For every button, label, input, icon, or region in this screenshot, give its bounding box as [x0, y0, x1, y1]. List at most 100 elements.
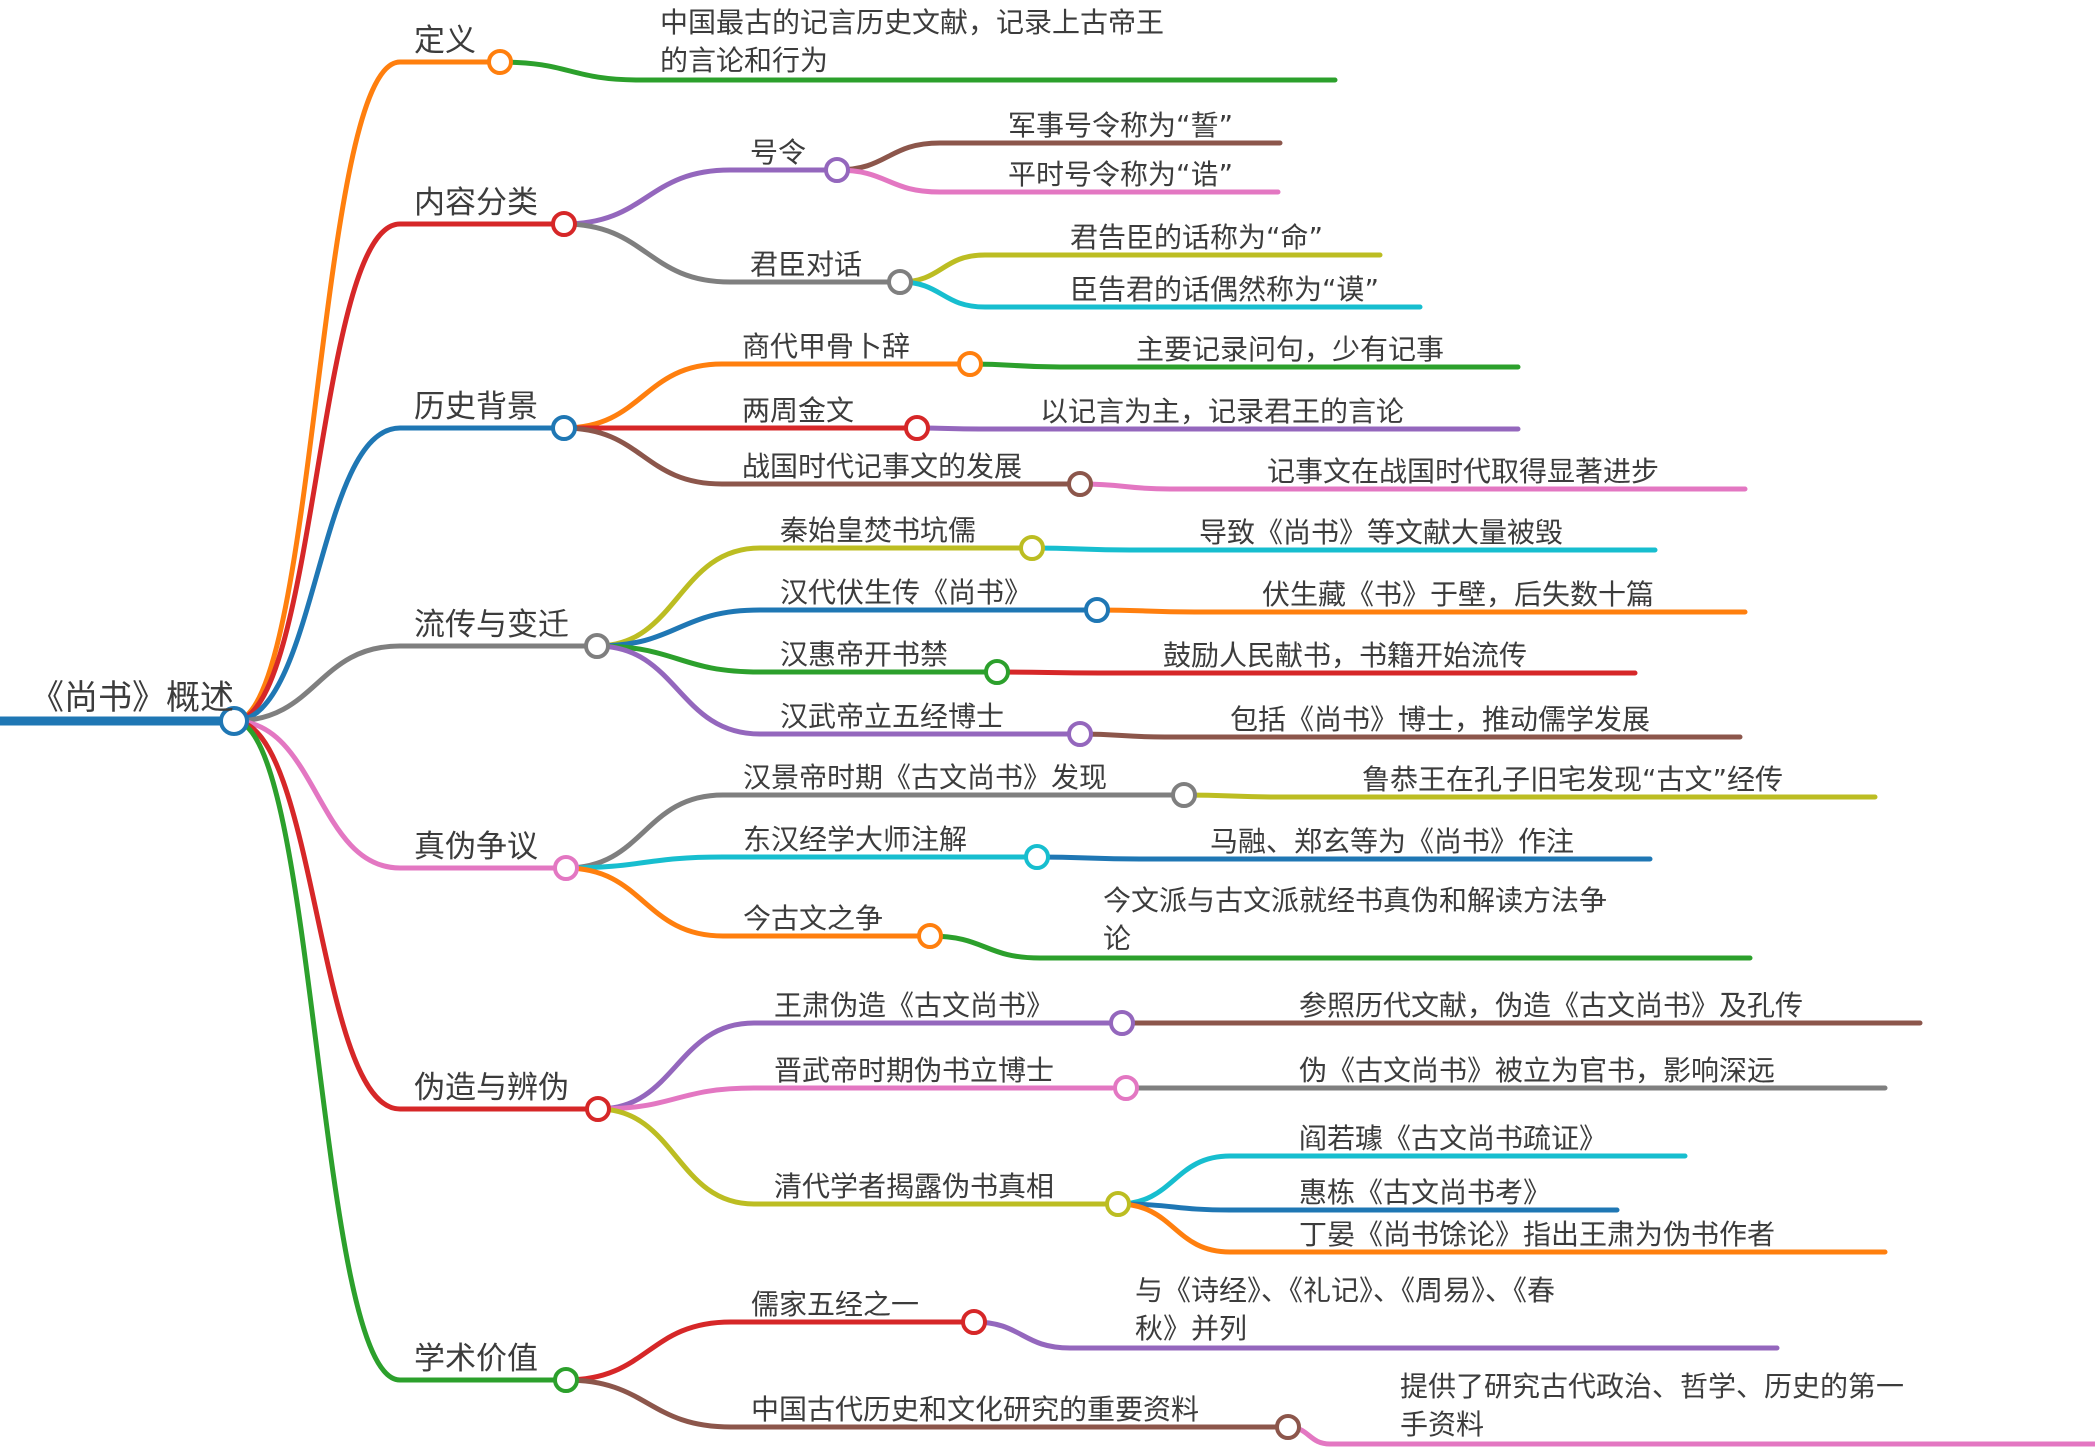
node-circle-oracle-bone[interactable]: [957, 351, 983, 377]
node-label-jingdi-discovery-note: 鲁恭王在孔子旧宅发现“古文”经传: [1362, 763, 1784, 796]
node-circle-research-material[interactable]: [1275, 1414, 1301, 1440]
node-label-academic: 学术价值: [414, 1341, 538, 1377]
node-label-oracle-bone-note: 主要记录问句，少有记事: [1136, 333, 1445, 366]
node-label-ming: 君告臣的话称为“命”: [1070, 221, 1324, 254]
branch-oracle-bone: [561, 361, 961, 431]
branch-huidi-ban-lift: [594, 643, 988, 675]
branch-wudi-boshi: [594, 643, 1071, 737]
branch-qin-burning-note: [1029, 545, 1658, 553]
branch-jingdi-discovery: [563, 792, 1175, 871]
node-label-fusheng-note: 伏生藏《书》于壁，后失数十篇: [1262, 578, 1655, 611]
node-label-oracle-bone: 商代甲骨卜辞: [742, 330, 911, 363]
node-label-fusheng: 汉代伏生传《尚书》: [780, 576, 1033, 609]
node-label-wangsu-note: 参照历代文献，伪造《古文尚书》及孔传: [1299, 989, 1804, 1022]
node-label-huidi-ban-lift-note: 鼓励人民献书，书籍开始流传: [1163, 639, 1528, 672]
node-circle-bronze[interactable]: [904, 415, 930, 441]
branch-qin-burning: [594, 545, 1023, 649]
node-circle-root[interactable]: [219, 706, 249, 736]
branch-jin-wudi: [595, 1085, 1115, 1112]
branch-authenticity: [231, 718, 557, 871]
node-label-forgery: 伪造与辨伪: [414, 1070, 569, 1106]
node-label-research-material: 中国古代历史和文化研究的重要资料: [751, 1393, 1200, 1426]
branch-five-classics-note: [971, 1319, 1780, 1351]
node-label-definition-note: 中国最古的记言历史文献，记录上古帝王 的言论和行为: [660, 6, 1165, 77]
branch-dingyan-note: [1115, 1201, 1888, 1255]
branch-yanruoqu-note: [1115, 1153, 1688, 1207]
node-circle-authenticity[interactable]: [553, 855, 579, 881]
node-label-yanruoqu-note: 阎若璩《古文尚书疏证》: [1299, 1122, 1608, 1155]
node-circle-transmission[interactable]: [584, 633, 610, 659]
branch-eastern-han-note: [1034, 854, 1653, 862]
branch-five-classics: [563, 1319, 965, 1383]
node-circle-wudi-boshi[interactable]: [1067, 721, 1093, 747]
node-label-transmission: 流传与变迁: [414, 607, 569, 643]
node-label-jin-wudi: 晋武帝时期伪书立博士: [774, 1054, 1055, 1087]
node-label-mo: 臣告君的话偶然称为“谟”: [1070, 273, 1380, 306]
node-circle-academic[interactable]: [553, 1367, 579, 1393]
node-label-huidi-ban-lift: 汉惠帝开书禁: [780, 638, 949, 671]
branch-academic: [231, 718, 557, 1383]
node-label-jinwen-guwen: 今古文之争: [743, 902, 884, 935]
branch-mo-note: [897, 279, 1423, 310]
node-label-huidong-note: 惠栋《古文尚书考》: [1299, 1176, 1552, 1209]
node-label-jinwen-guwen-note: 今文派与古文派就经书真伪和解读方法争 论: [1103, 884, 1608, 955]
branch-content-types: [231, 221, 555, 724]
branch-oracle-bone-note: [967, 361, 1521, 370]
branch-fusheng: [594, 607, 1088, 649]
node-circle-jingdi-discovery[interactable]: [1171, 782, 1197, 808]
node-circle-definition[interactable]: [487, 49, 513, 75]
node-circle-huidi-ban-lift[interactable]: [984, 659, 1010, 685]
node-circle-jinwen-guwen[interactable]: [917, 923, 943, 949]
node-label-qing-scholars: 清代学者揭露伪书真相: [774, 1170, 1055, 1203]
branch-warring-states: [561, 425, 1071, 487]
node-circle-qing-scholars[interactable]: [1105, 1191, 1131, 1217]
node-label-dingyan-note: 丁晏《尚书馀论》指出王肃为伪书作者: [1299, 1218, 1776, 1251]
branch-jinwen-guwen-note: [927, 933, 1753, 961]
node-circle-warring-states[interactable]: [1067, 471, 1093, 497]
node-label-bronze-note: 以记言为主，记录君王的言论: [1040, 395, 1405, 428]
node-label-authenticity: 真伪争议: [414, 829, 538, 865]
node-circle-qin-burning[interactable]: [1019, 535, 1045, 561]
branch-history: [231, 425, 555, 724]
node-label-wudi-boshi-note: 包括《尚书》博士，推动儒学发展: [1230, 703, 1651, 736]
node-label-jingdi-discovery: 汉景帝时期《古文尚书》发现: [743, 761, 1108, 794]
node-label-commands: 号令: [750, 136, 807, 169]
branch-transmission: [231, 643, 588, 724]
node-label-wangsu: 王肃伪造《古文尚书》: [774, 989, 1055, 1022]
node-label-dialogue: 君臣对话: [750, 248, 863, 281]
node-label-eastern-han: 东汉经学大师注解: [743, 823, 968, 856]
branch-definition: [231, 59, 491, 724]
branch-qing-scholars: [595, 1106, 1108, 1207]
node-circle-dialogue[interactable]: [887, 269, 913, 295]
node-circle-jin-wudi[interactable]: [1113, 1075, 1139, 1101]
branch-jingdi-discovery-note: [1181, 792, 1878, 800]
branch-regular-command-note: [834, 167, 1281, 195]
node-label-warring-states-note: 记事文在战国时代取得显著进步: [1267, 455, 1660, 488]
branch-warring-states-note: [1077, 481, 1748, 492]
node-circle-commands[interactable]: [824, 157, 850, 183]
branch-wangsu: [595, 1020, 1113, 1112]
node-label-bronze: 两周金文: [742, 394, 855, 427]
node-label-wudi-boshi: 汉武帝立五经博士: [780, 700, 1005, 733]
node-label-definition: 定义: [414, 23, 476, 59]
node-circle-wangsu[interactable]: [1109, 1010, 1135, 1036]
branch-dialogue: [561, 221, 891, 285]
node-circle-eastern-han[interactable]: [1024, 844, 1050, 870]
node-circle-five-classics[interactable]: [961, 1309, 987, 1335]
node-label-qin-burning: 秦始皇焚书坑儒: [780, 514, 977, 547]
node-circle-history[interactable]: [551, 415, 577, 441]
node-label-regular-command: 平时号令称为“诰”: [1008, 158, 1234, 191]
node-circle-forgery[interactable]: [585, 1096, 611, 1122]
node-label-five-classics-note: 与《诗经》、《礼记》、《周易》、《春 秋》并列: [1135, 1274, 1556, 1345]
branch-commands: [561, 167, 827, 227]
node-label-qin-burning-note: 导致《尚书》等文献大量被毁: [1199, 516, 1564, 549]
node-label-history: 历史背景: [414, 389, 538, 425]
branch-jinwen-guwen: [563, 865, 921, 939]
branch-huidi-ban-lift-note: [994, 669, 1638, 676]
node-circle-content-types[interactable]: [551, 211, 577, 237]
node-label-warring-states: 战国时代记事文的发展: [742, 450, 1023, 483]
node-circle-fusheng[interactable]: [1084, 597, 1110, 623]
node-label-research-material-note: 提供了研究古代政治、哲学、历史的第一 手资料: [1400, 1370, 1905, 1441]
